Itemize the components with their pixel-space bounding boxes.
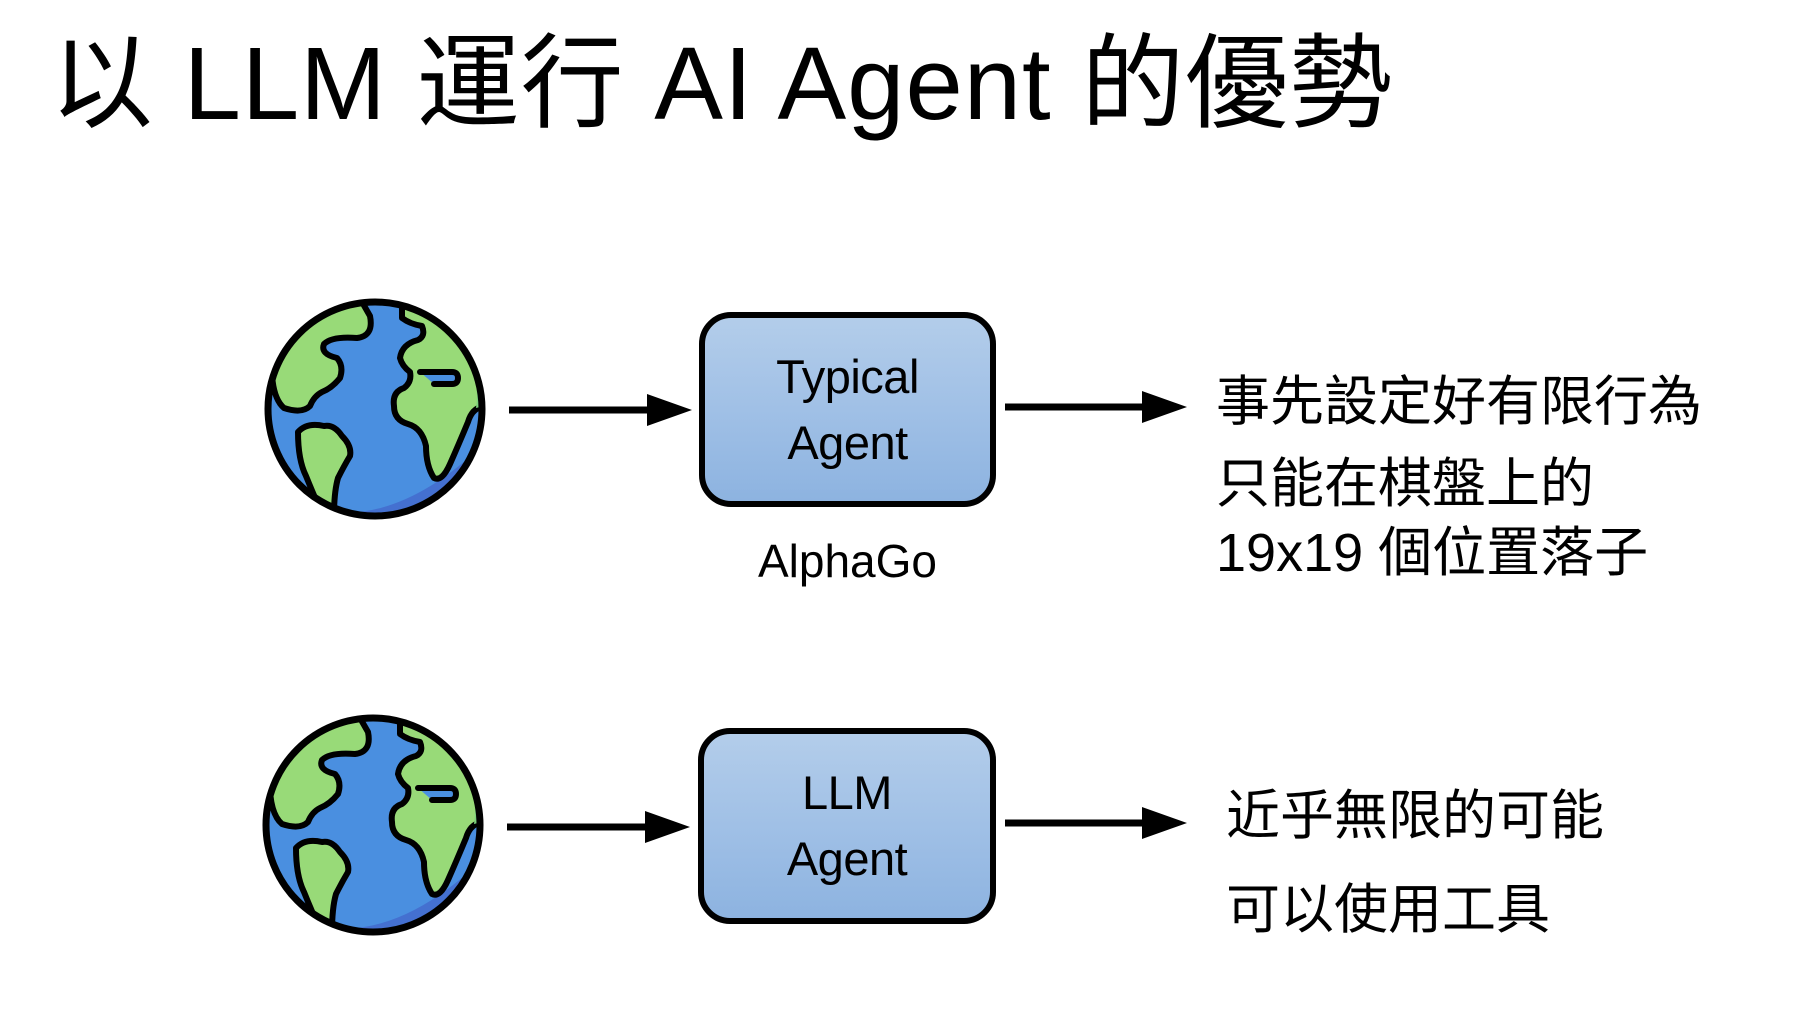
slide-title: 以 LLM 運行 AI Agent 的優勢 [50, 26, 1394, 141]
llm-agent-box: LLM Agent [698, 728, 996, 924]
typical-agent-description-line2: 只能在棋盤上的 [1216, 454, 1594, 514]
typical-agent-description-line3: 19x19 個位置落子 [1216, 523, 1649, 583]
typical-agent-label-line2: Agent [787, 415, 908, 469]
typical-agent-label-line1: Typical [776, 349, 919, 403]
arrow-world-to-typical-agent [509, 394, 692, 426]
typical-agent-description-line1: 事先設定好有限行為 [1216, 372, 1702, 432]
typical-agent-box: Typical Agent [699, 312, 996, 507]
llm-agent-description-line1: 近乎無限的可能 [1226, 786, 1604, 846]
llm-agent-label-line2: Agent [786, 832, 908, 885]
llm-agent-label-line1: LLM [802, 766, 892, 819]
earth-globe-icon [264, 298, 486, 520]
llm-agent-description-line2: 可以使用工具 [1226, 880, 1550, 940]
arrow-llm-agent-to-outcome [1005, 807, 1187, 839]
arrow-typical-agent-to-outcome [1005, 391, 1187, 423]
alphago-caption: AlphaGo [757, 535, 937, 587]
arrow-world-to-llm-agent [507, 811, 690, 843]
earth-globe-icon [262, 714, 484, 936]
